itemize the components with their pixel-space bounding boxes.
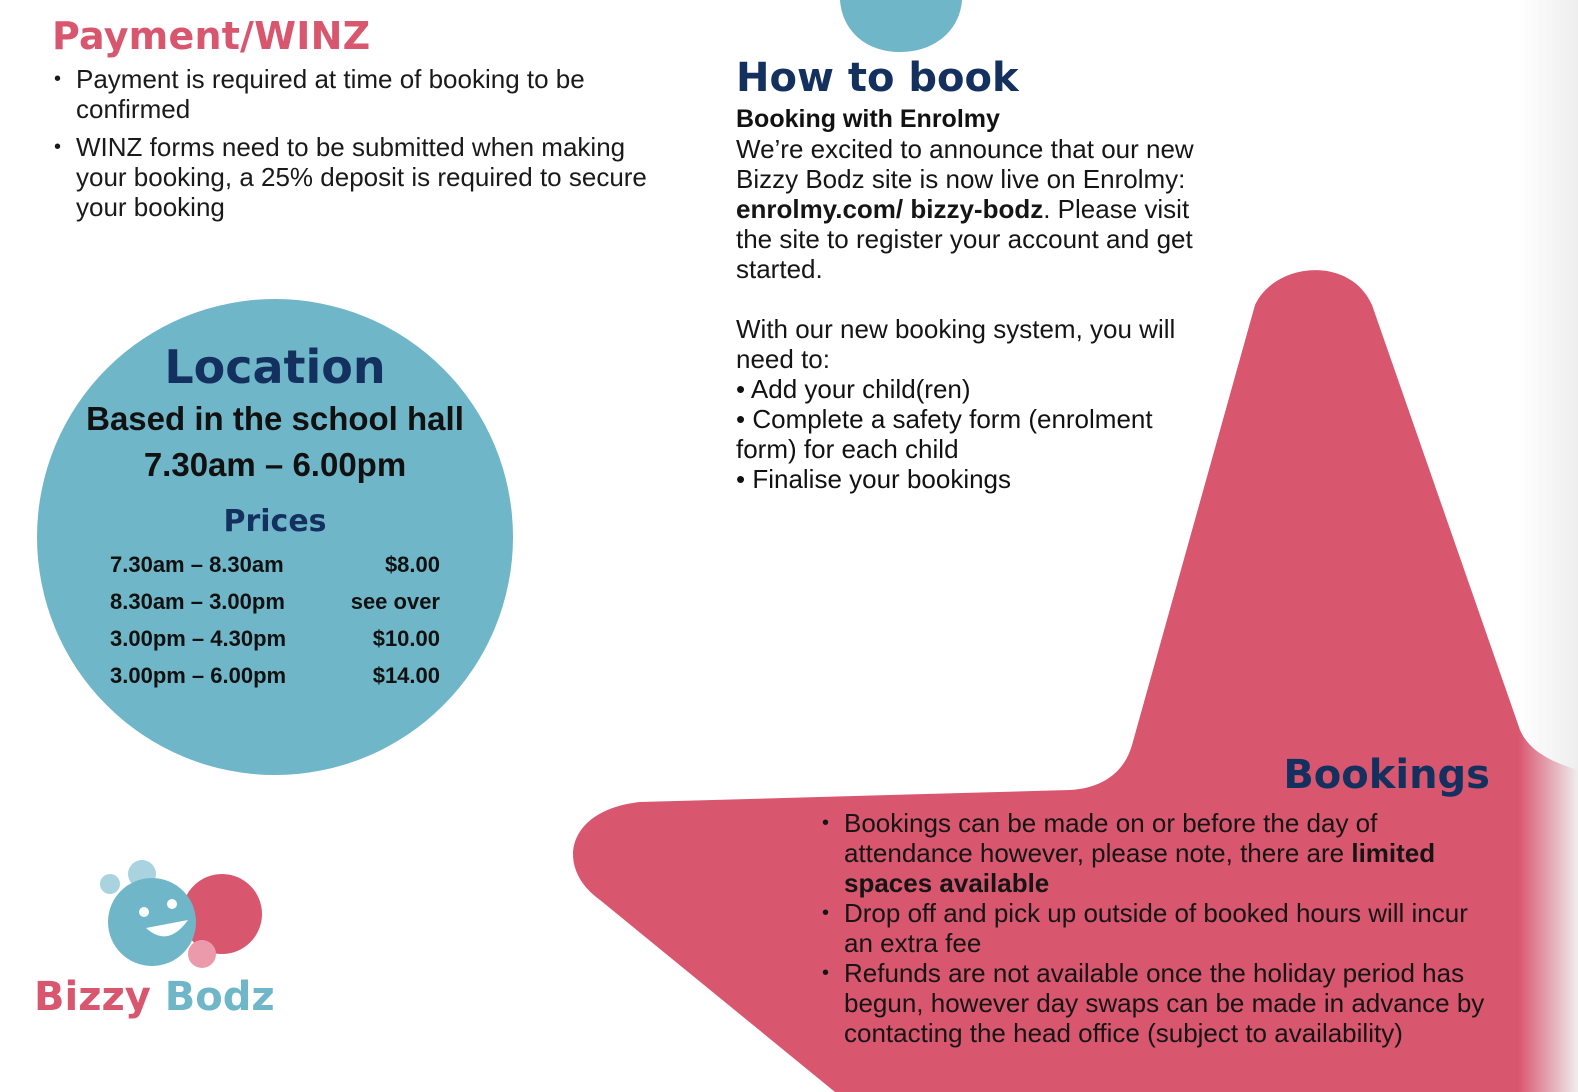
top-blue-blob xyxy=(840,0,962,52)
price-row: 8.30am – 3.00pm see over xyxy=(110,583,440,620)
price-amount: $10.00 xyxy=(372,626,440,651)
price-time: 3.00pm – 6.00pm xyxy=(110,663,287,688)
price-row: 7.30am – 8.30am $8.00 xyxy=(110,546,440,583)
prices-table: 7.30am – 8.30am $8.00 8.30am – 3.00pm se… xyxy=(110,546,440,694)
how-to-book-intro: We’re excited to announce that our new B… xyxy=(736,134,1196,284)
payment-title: Payment/WINZ xyxy=(52,14,371,58)
location-place: Based in the school hall xyxy=(86,400,464,437)
price-amount: $8.00 xyxy=(384,552,440,577)
intro-text-end: . Please visit the site to register your… xyxy=(736,194,1193,284)
how-to-book-step: • Complete a safety form (enrolment form… xyxy=(736,404,1153,464)
how-to-book-title: How to book xyxy=(736,55,1019,101)
spacer xyxy=(736,284,1196,314)
bookings-bullet: Bookings can be made on or before the da… xyxy=(820,808,1500,898)
bookings-emphasis: limited spaces available xyxy=(844,838,1436,898)
logo-word-bizzy: Bizzy xyxy=(34,974,151,1020)
payment-list: Payment is required at time of booking t… xyxy=(52,64,672,222)
logo-mascot-icon xyxy=(100,860,262,968)
payment-section: Payment/WINZ Payment is required at time… xyxy=(52,14,672,230)
bizzy-bodz-logo: Bizzy Bodz xyxy=(34,856,275,1026)
location-hours: 7.30am – 6.00pm xyxy=(143,446,407,483)
prices-title: Prices xyxy=(223,504,327,539)
price-time: 8.30am – 3.00pm xyxy=(110,589,285,614)
how-to-book-steps-intro: With our new booking system, you will ne… xyxy=(736,314,1176,374)
logo-wordmark: Bizzy Bodz xyxy=(34,974,275,1020)
price-time: 7.30am – 8.30am xyxy=(110,552,284,577)
price-amount: $14.00 xyxy=(372,663,440,688)
location-title: Location xyxy=(164,340,386,394)
bookings-list: Bookings can be made on or before the da… xyxy=(820,808,1500,1048)
price-row: 3.00pm – 4.30pm $10.00 xyxy=(110,620,440,657)
enrolmy-link[interactable]: enrolmy.com/ bizzy-bodz xyxy=(736,194,1044,224)
intro-text-start: We’re excited to announce that our new B… xyxy=(736,134,1194,194)
how-to-book-section: How to book Booking with Enrolmy We’re e… xyxy=(736,56,1196,494)
bookings-title: Bookings xyxy=(1283,752,1490,798)
price-row: 3.00pm – 6.00pm $14.00 xyxy=(110,657,440,694)
bookings-bullet: Refunds are not available once the holid… xyxy=(820,958,1500,1048)
bookings-bullet: Drop off and pick up outside of booked h… xyxy=(820,898,1500,958)
bookings-section: Bookings can be made on or before the da… xyxy=(820,802,1500,1048)
payment-bullet: WINZ forms need to be submitted when mak… xyxy=(52,132,672,222)
how-to-book-step: • Finalise your bookings xyxy=(736,464,1012,494)
page-edge-shadow xyxy=(1518,0,1578,1092)
logo-word-bodz: Bodz xyxy=(164,974,275,1020)
bookings-text: Bookings can be made on or before the da… xyxy=(844,808,1378,868)
payment-bullet: Payment is required at time of booking t… xyxy=(52,64,672,124)
how-to-book-subtitle: Booking with Enrolmy xyxy=(736,105,1000,133)
location-section: Location Based in the school hall 7.30am… xyxy=(37,340,513,694)
price-amount: see over xyxy=(350,589,440,614)
price-time: 3.00pm – 4.30pm xyxy=(110,626,287,651)
how-to-book-step: • Add your child(ren) xyxy=(736,374,971,404)
location-circle xyxy=(37,299,513,775)
